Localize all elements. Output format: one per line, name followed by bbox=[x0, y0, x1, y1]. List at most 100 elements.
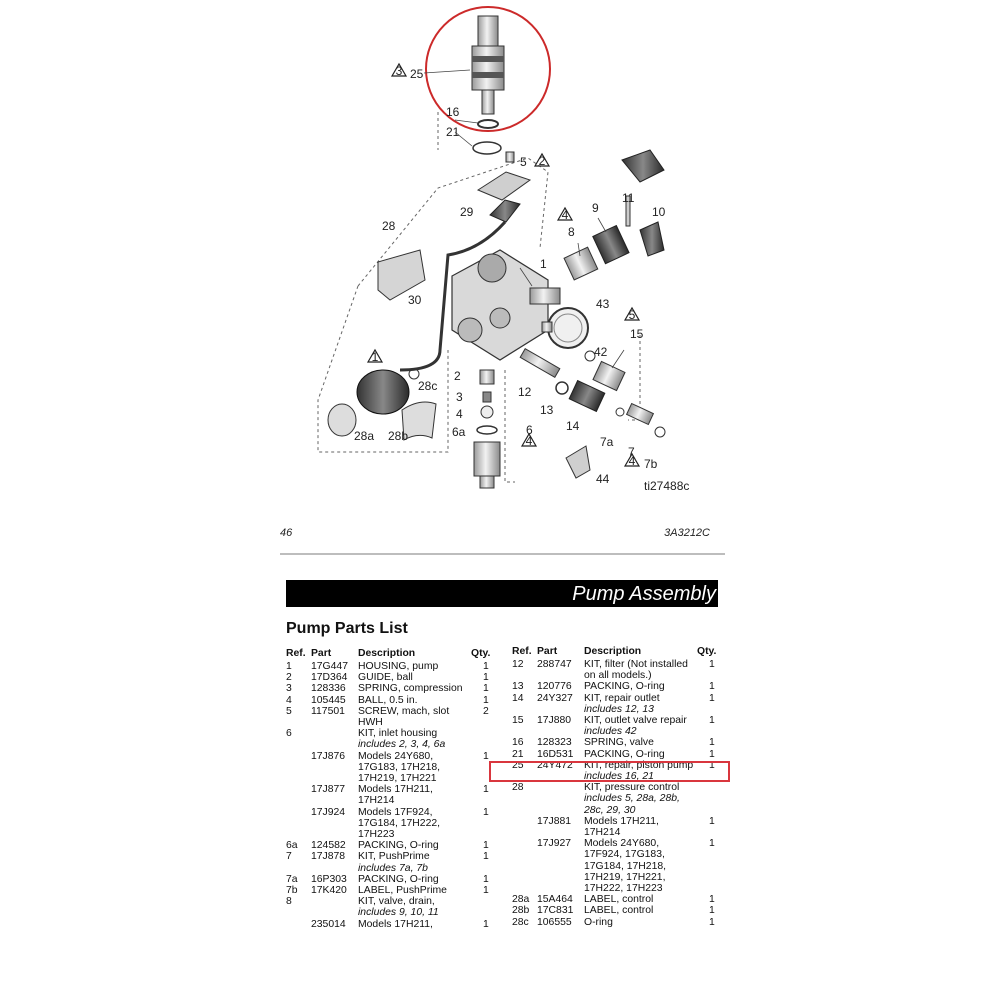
cell-description: Models 17F924, 17G184, 17H222, 17H223 bbox=[358, 807, 470, 841]
cell-ref: 6a bbox=[286, 840, 298, 852]
cell-part: 17J877 bbox=[311, 784, 346, 796]
cell-qty: 1 bbox=[483, 885, 489, 897]
cell-description: LABEL, control bbox=[584, 905, 696, 916]
cell-qty: 1 bbox=[483, 784, 489, 796]
cell-part: 17J924 bbox=[311, 806, 346, 818]
table-header: Ref. Part Description Qty. bbox=[512, 646, 722, 659]
callout-label: 43 bbox=[596, 297, 610, 311]
cell-description: PACKING, O-ring bbox=[358, 874, 470, 885]
cell-ref: 4 bbox=[286, 694, 292, 706]
description-text: GUIDE, ball bbox=[358, 672, 413, 684]
callout-label: 11 bbox=[622, 191, 635, 205]
pump-housing-part bbox=[451, 249, 561, 361]
warning-number-4: 5 bbox=[629, 308, 636, 322]
cell-ref: 25 bbox=[512, 759, 524, 771]
cell-part: 17J878 bbox=[311, 851, 346, 863]
cell-ref: 3 bbox=[286, 683, 292, 695]
cell-ref: 15 bbox=[512, 715, 524, 727]
cell-description: HOUSING, pump bbox=[358, 661, 470, 672]
inlet-stack-parts bbox=[473, 369, 501, 489]
includes-note: includes 42 bbox=[584, 726, 637, 738]
cell-description: LABEL, PushPrime bbox=[358, 885, 470, 896]
description-text: Models 17H211, 17H214 bbox=[358, 784, 433, 807]
callout-label: 7 bbox=[628, 445, 635, 459]
cell-qty: 1 bbox=[709, 748, 715, 760]
callout-label: 6a bbox=[452, 425, 466, 439]
cell-ref: 7b bbox=[286, 885, 298, 897]
cell-description: Models 17H211, 17H214 bbox=[584, 816, 696, 838]
control-knob-parts bbox=[327, 368, 437, 441]
callout-label: 9 bbox=[592, 201, 599, 215]
description-text: LABEL, control bbox=[584, 905, 654, 917]
description-text: Models 17F924, 17G184, 17H222, 17H223 bbox=[358, 806, 441, 841]
cell-qty: 1 bbox=[709, 659, 715, 670]
cell-qty: 1 bbox=[483, 918, 489, 930]
cell-description: Models 17H211, 17H214 bbox=[358, 784, 470, 806]
table-header: Ref. Part Description Qty. bbox=[286, 648, 496, 661]
callout-label: 30 bbox=[408, 293, 422, 307]
cell-ref: 1 bbox=[286, 661, 292, 672]
header-ref: Ref. bbox=[512, 646, 532, 657]
warning-number-7: 4 bbox=[629, 454, 636, 468]
description-text: KIT, repair outlet bbox=[584, 692, 660, 704]
warning-triangle-numbers: 3 2 4 5 1 4 4 bbox=[372, 64, 636, 468]
cell-ref: 5 bbox=[286, 705, 292, 717]
includes-note: includes 2, 3, 4, 6a bbox=[358, 739, 446, 751]
cell-part: 17J927 bbox=[537, 838, 572, 850]
description-text: KIT, valve, drain, bbox=[358, 896, 435, 908]
cell-description: O-ring bbox=[584, 917, 696, 928]
cell-qty: 1 bbox=[483, 683, 489, 695]
page-number: 46 bbox=[280, 527, 293, 539]
warning-number-2: 2 bbox=[539, 154, 546, 168]
callout-label: 28c bbox=[418, 379, 437, 393]
includes-note: includes 7a, 7b bbox=[358, 862, 428, 874]
header-qty: Qty. bbox=[697, 646, 717, 657]
section-title: Pump Assembly bbox=[572, 583, 716, 605]
piston-pump-part bbox=[471, 15, 505, 155]
description-text: Models 24Y680, 17G183, 17H218, 17H219, 1… bbox=[358, 750, 441, 785]
cell-ref: 6 bbox=[286, 728, 292, 740]
cell-part: 17D364 bbox=[311, 672, 348, 684]
includes-note: includes 5, 28a, 28b, 28c, 29, 30 bbox=[584, 793, 680, 816]
description-text: BALL, 0.5 in. bbox=[358, 694, 418, 706]
description-text: KIT, pressure control bbox=[584, 782, 680, 794]
cell-part: 105445 bbox=[311, 694, 346, 706]
cell-part: 128336 bbox=[311, 683, 346, 695]
cell-part: 235014 bbox=[311, 918, 346, 930]
drain-valve-parts bbox=[563, 149, 665, 281]
figure-id: ti27488c bbox=[644, 479, 689, 493]
highlight-box bbox=[489, 761, 730, 782]
exploded-pump-diagram: 3 2 4 5 1 4 4 25 16 21 5 29 28 30 1 8 9 … bbox=[317, 6, 689, 493]
cell-part: 24Y327 bbox=[537, 692, 573, 704]
cell-description: PACKING, O-ring bbox=[358, 840, 470, 851]
callout-label: 25 bbox=[410, 67, 424, 81]
warning-number-5: 1 bbox=[372, 350, 379, 364]
cell-ref: 2 bbox=[286, 672, 292, 684]
cell-part: 17C831 bbox=[537, 905, 574, 917]
callout-label: 7a bbox=[600, 435, 614, 449]
cell-ref: 28c bbox=[512, 916, 529, 928]
page-divider bbox=[280, 553, 725, 555]
cell-part: 117501 bbox=[311, 705, 345, 717]
table-row: 3 128336 1 SPRING, compression bbox=[286, 683, 496, 694]
callout-label: 16 bbox=[446, 105, 460, 119]
cell-qty: 1 bbox=[709, 905, 715, 917]
cell-part: 124582 bbox=[311, 840, 346, 852]
cell-part: 128323 bbox=[537, 737, 572, 749]
cell-qty: 1 bbox=[709, 916, 715, 928]
cell-description: SPRING, compression bbox=[358, 683, 470, 694]
description-text: PACKING, O-ring bbox=[584, 748, 665, 760]
